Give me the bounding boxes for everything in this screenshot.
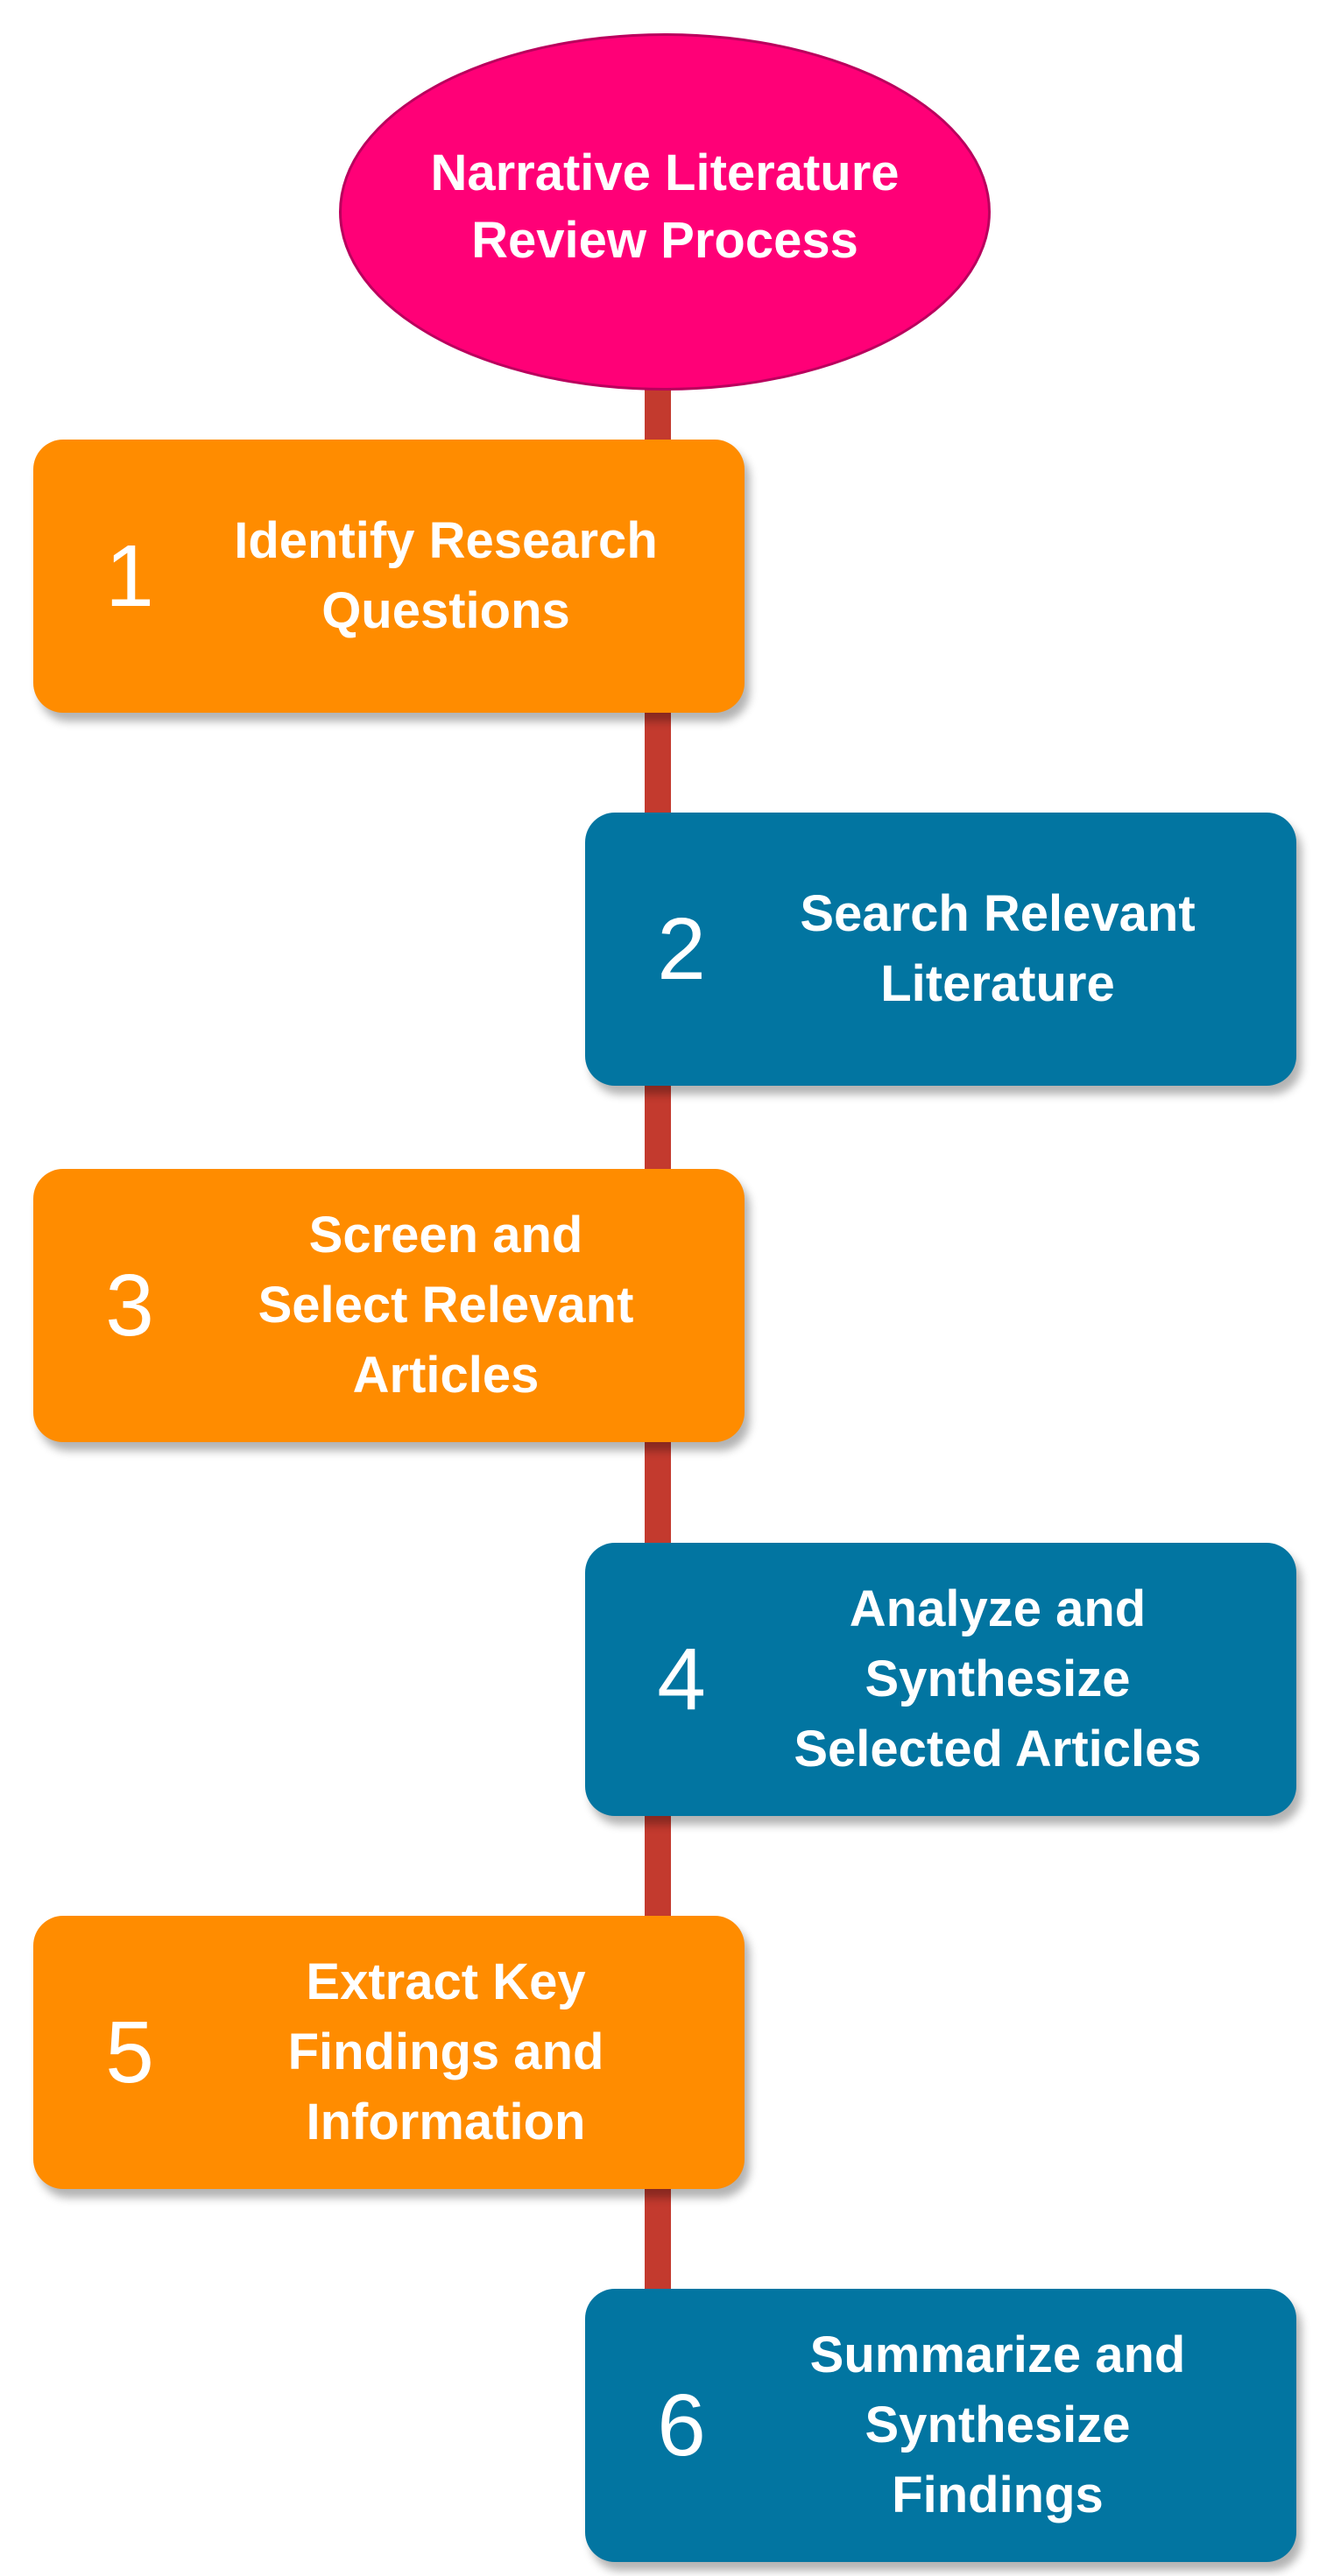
step-box-1: 1 Identify Research Questions: [33, 440, 745, 713]
step-number-5: 5: [105, 2002, 154, 2101]
step-number-3: 3: [105, 1256, 154, 1355]
diagram-title: Narrative Literature Review Process: [430, 144, 900, 269]
step-label-3: Screen and Select Relevant Articles: [258, 1206, 634, 1404]
step-box-3: 3 Screen and Select Relevant Articles: [33, 1169, 745, 1442]
step-number-1: 1: [105, 526, 154, 625]
step-box-2: 2 Search Relevant Literature: [585, 813, 1296, 1086]
step-box-6: 6 Summarize and Synthesize Findings: [585, 2289, 1296, 2562]
step-label-1: Identify Research Questions: [234, 511, 658, 639]
step-number-2: 2: [657, 899, 706, 998]
step-label-4: Analyze and Synthesize Selected Articles: [794, 1580, 1202, 1778]
step-number-4: 4: [657, 1629, 706, 1728]
step-box-5: 5 Extract Key Findings and Information: [33, 1916, 745, 2189]
step-label-2: Search Relevant Literature: [800, 884, 1196, 1012]
title-ellipse: Narrative Literature Review Process: [339, 33, 991, 391]
step-label-5: Extract Key Findings and Information: [287, 1953, 604, 2151]
step-number-6: 6: [657, 2375, 706, 2474]
step-box-4: 4 Analyze and Synthesize Selected Articl…: [585, 1543, 1296, 1816]
step-label-6: Summarize and Synthesize Findings: [809, 2326, 1186, 2524]
